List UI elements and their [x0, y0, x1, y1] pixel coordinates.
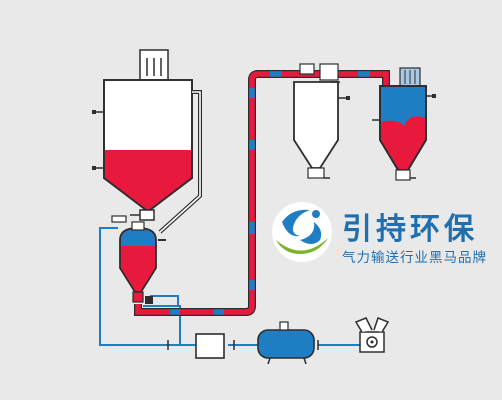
brand-logo: 引持环保 气力输送行业黑马品牌	[270, 200, 495, 272]
storage-silo	[92, 49, 202, 234]
air-receiver-tank	[257, 321, 319, 365]
brand-name: 引持环保	[342, 212, 478, 247]
air-dryer-icon	[195, 333, 225, 359]
conveying-air-line	[143, 305, 181, 345]
dryer-to-vessel-line	[99, 227, 196, 346]
pressure-vessel	[111, 215, 166, 304]
air-branch-line	[150, 295, 179, 306]
dust-collector	[372, 67, 436, 181]
silo-material	[105, 150, 191, 209]
logo-swirl-icon	[272, 202, 332, 262]
silo-discharge-valve	[139, 209, 155, 221]
brand-slogan: 气力输送行业黑马品牌	[342, 250, 487, 266]
cyclone-separator	[293, 63, 350, 179]
air-supply-lines	[99, 227, 360, 346]
compressor-icon	[354, 317, 390, 353]
